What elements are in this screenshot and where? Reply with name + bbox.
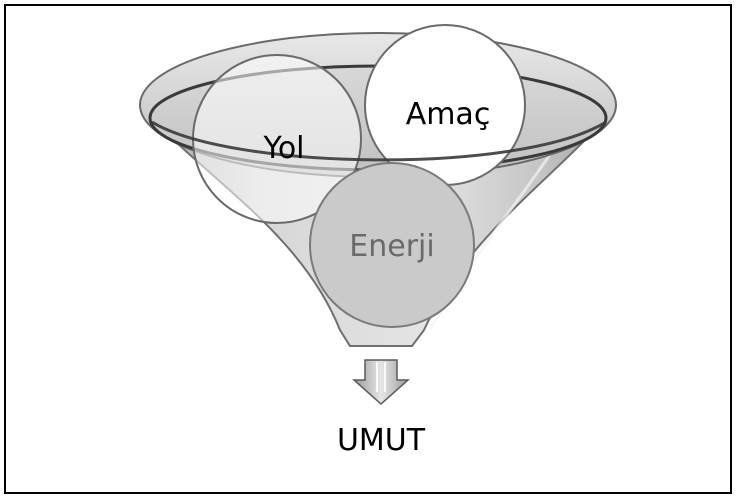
funnel-rim-line [151,120,607,162]
enerji-label: Enerji [349,229,434,264]
enerji-circle [309,162,475,328]
amac-label: Amaç [406,97,491,132]
yol-label: Yol [262,131,304,166]
down-arrow-icon [352,359,410,406]
result-label: UMUT [337,423,426,458]
